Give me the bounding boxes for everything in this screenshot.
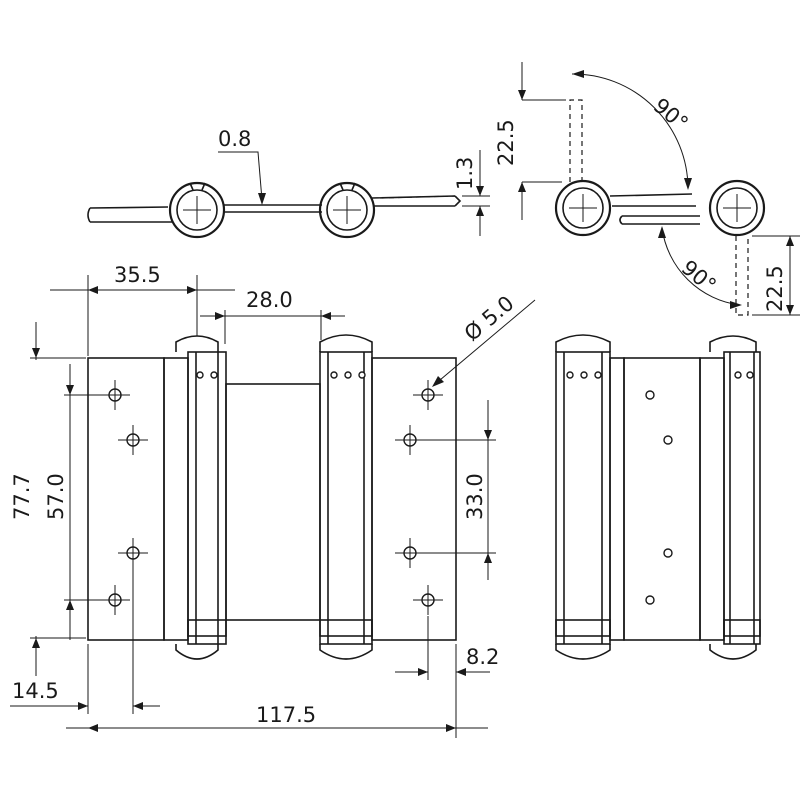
dim-hole-span-inner: 33.0 — [463, 473, 487, 520]
dim-swing-offset-bottom: 22.5 — [763, 265, 787, 312]
dim-swing-angle-top: 90° — [649, 93, 693, 135]
dim-hole-diameter: Ø 5.0 — [460, 291, 519, 346]
dim-plate-thickness: 0.8 — [218, 127, 251, 151]
rear-view — [555, 334, 761, 660]
top-view-flat — [87, 151, 462, 239]
dim-leaf-offset-lines — [462, 150, 490, 236]
front-view — [87, 334, 457, 660]
dim-total-height: 77.7 — [10, 473, 34, 520]
dim-swing-offset-top: 22.5 — [494, 119, 518, 166]
dim-swing-angle-bottom: 90° — [677, 255, 721, 297]
dim-leaf-offset: 1.3 — [453, 157, 477, 190]
dim-hole-span-outer: 57.0 — [44, 473, 68, 520]
screw-holes-left — [100, 380, 148, 615]
top-view-swing — [518, 62, 800, 316]
dim-edge-offset-left: 14.5 — [12, 679, 59, 703]
dim-barrel-gap: 28.0 — [246, 288, 293, 312]
front-view-dimensions — [10, 275, 536, 738]
dim-total-width: 117.5 — [256, 703, 316, 727]
screw-holes-right — [395, 380, 443, 615]
dim-leaf-width: 35.5 — [114, 263, 161, 287]
dim-edge-offset-right: 8.2 — [466, 645, 499, 669]
